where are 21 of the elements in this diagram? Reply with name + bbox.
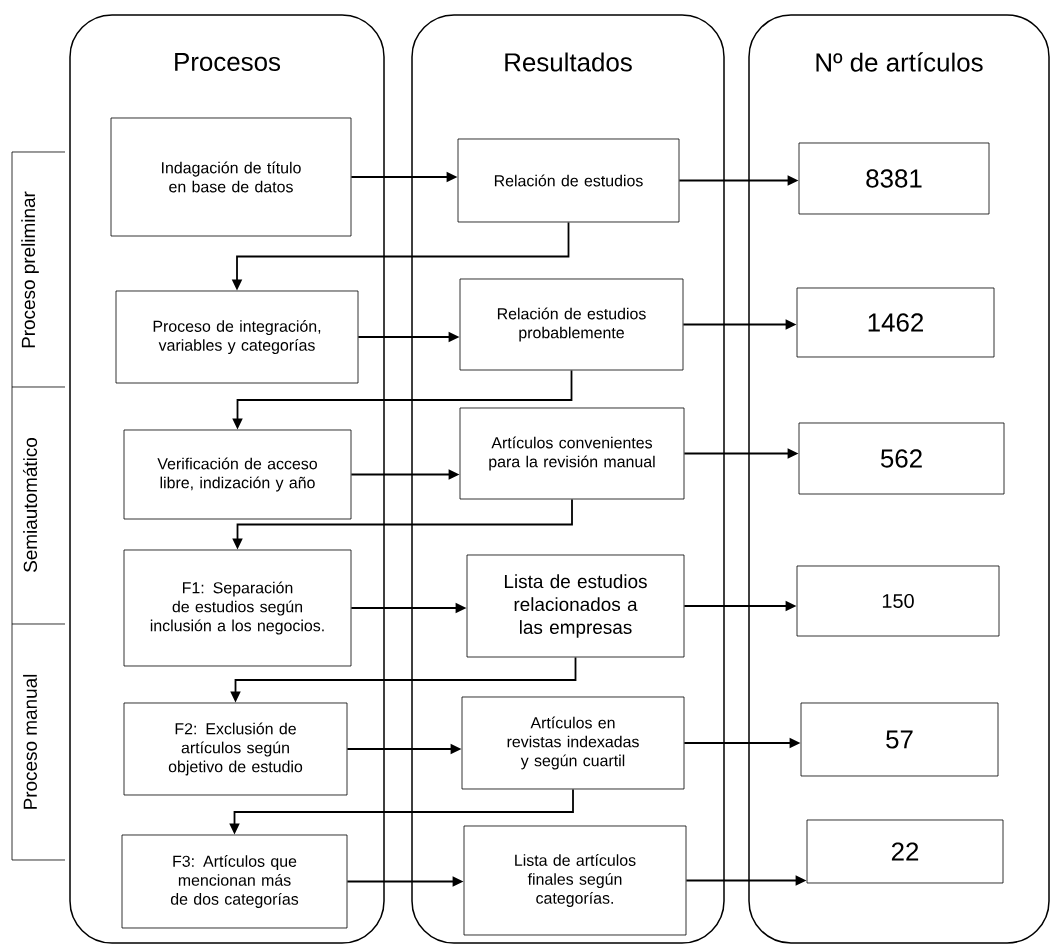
result-box: Artículos en revistas indexadas y según cuartil xyxy=(461,696,685,790)
result-box: Lista de estudios relacionados a las empresas xyxy=(466,554,685,658)
result-box: Relación de estudios xyxy=(457,138,680,223)
band-label: Proceso manual xyxy=(23,674,37,809)
process-box: Verificación de acceso libre, indización y año xyxy=(123,429,352,520)
process-box: Proceso de integración, variables y categorías xyxy=(115,290,359,384)
band-label: Semiautomático xyxy=(22,437,38,572)
result-box: Artículos convenientes para la revisión manual xyxy=(459,407,685,500)
band-label: Proceso preliminar xyxy=(21,191,39,348)
count-box: 150 xyxy=(796,565,1000,637)
result-box: Relación de estudios probablemente xyxy=(459,278,684,371)
count-box: 562 xyxy=(798,422,1005,495)
process-box: F1: Separación de estudios según inclusión a los negocios. xyxy=(123,549,352,667)
count-box: 1462 xyxy=(796,287,995,358)
process-box: F2: Exclusión de artículos según objetivo de estudio xyxy=(123,702,348,796)
process-box: F3: Artículos que mencionan más de dos categorías xyxy=(121,834,348,929)
process-box: Indagación de título en base de datos xyxy=(110,117,352,237)
count-box: 57 xyxy=(800,702,999,777)
count-box: 22 xyxy=(806,819,1004,884)
result-box: Lista de artículos finales según categorías. xyxy=(463,825,687,936)
count-box: 8381 xyxy=(798,142,990,215)
